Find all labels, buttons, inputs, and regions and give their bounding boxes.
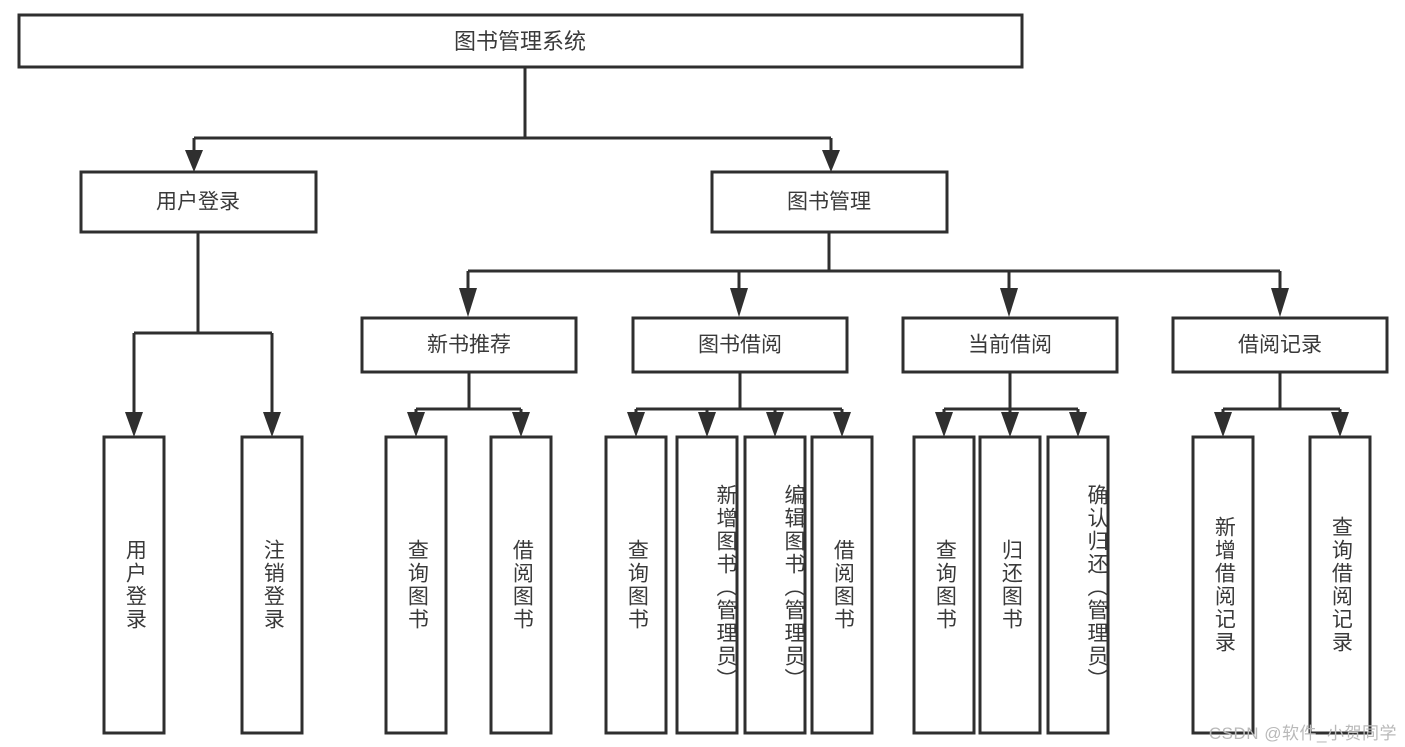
leaf-box-nb-borrow-book[interactable] [489,435,553,735]
leaf-box-logout[interactable] [240,435,304,735]
leaf-box-user-login[interactable] [102,435,166,735]
node-book-manage-label: 图书管理 [787,191,871,214]
leaf-box-bb-borrow-book[interactable] [810,435,874,735]
leaf-box-bb-query-book[interactable] [604,435,668,735]
node-new-book-box[interactable] [360,316,578,374]
node-current-borrow-box[interactable] [901,316,1119,374]
leaf-box-bb-add-book[interactable] [675,435,739,735]
arrow-head-cb-leaf-3 [1069,412,1087,437]
arrow-head-bb-leaf-3 [766,412,784,437]
arrow-head-cb-leaf-1 [935,412,953,437]
arrow-head-leaf-logout [263,412,281,437]
arrow-head-new-book [459,288,477,317]
arrow-head-user-login [185,150,203,172]
arrow-head-nb-leaf-2 [512,412,530,437]
arrow-head-br-leaf-2 [1331,412,1349,437]
arrow-head-bb-leaf-2 [698,412,716,437]
node-root-label: 图书管理系统 [454,29,586,54]
leaf-box-cb-confirm-return[interactable] [1046,435,1110,735]
arrow-head-nb-leaf-1 [407,412,425,437]
leaf-box-cb-query-book[interactable] [912,435,976,735]
arrow-head-leaf-user-login [125,412,143,437]
node-borrow-record-label: 借阅记录 [1238,334,1322,357]
leaf-box-br-query-record[interactable] [1308,435,1372,735]
arrow-head-bb-leaf-4 [833,412,851,437]
csdn-watermark: CSDN @软件_小贺同学 [1208,724,1397,743]
arrow-head-bb-leaf-1 [627,412,645,437]
node-current-borrow-label: 当前借阅 [968,334,1052,357]
node-borrow-record-box[interactable] [1171,316,1389,374]
node-book-manage-box[interactable] [710,170,949,234]
arrow-head-book-manage [822,150,840,172]
arrow-head-br-leaf-1 [1214,412,1232,437]
arrow-head-book-borrow [730,288,748,317]
node-user-login-label: 用户登录 [156,191,240,214]
node-root-box[interactable] [17,13,1024,69]
arrow-head-current-borrow [1000,288,1018,317]
node-new-book-label: 新书推荐 [427,334,511,357]
leaf-box-bb-edit-book[interactable] [743,435,807,735]
arrow-head-borrow-record [1271,288,1289,317]
leaf-box-nb-query-book[interactable] [384,435,448,735]
leaf-box-br-add-record[interactable] [1191,435,1255,735]
node-book-borrow-box[interactable] [631,316,849,374]
node-book-borrow-label: 图书借阅 [698,334,782,357]
arrow-head-cb-leaf-2 [1001,412,1019,437]
leaf-box-cb-return-book[interactable] [978,435,1042,735]
